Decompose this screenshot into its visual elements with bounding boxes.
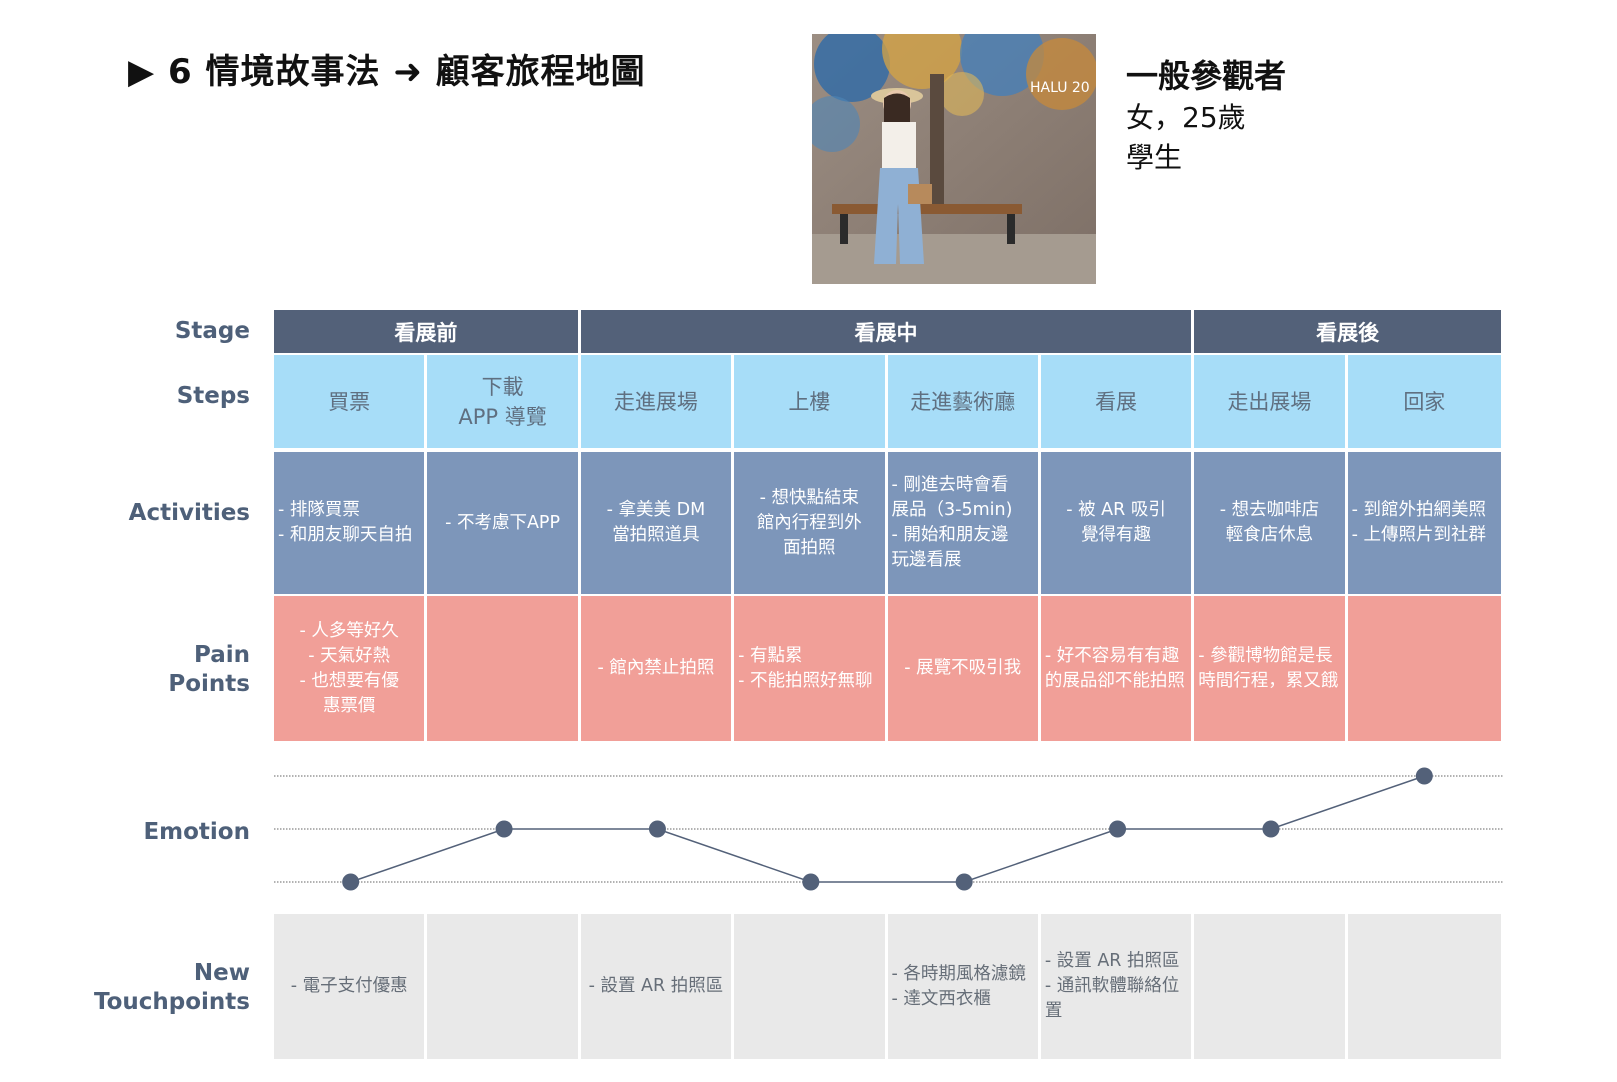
touchpoint-cell: - 電子支付優惠 (274, 914, 428, 1059)
step-cell-text: 下載 APP 導覽 (458, 374, 547, 429)
step-cell-text: 買票 (328, 389, 371, 414)
stage-row: 看展前 看展中 看展後 (274, 310, 1501, 353)
emotion-line (350, 775, 1425, 883)
step-cell-text: 走進藝術廳 (910, 389, 1016, 414)
touchpoints-row: - 電子支付優惠 - 設置 AR 拍照區 - 各時期風格濾鏡 - 達文西衣櫃 - 設置… (274, 914, 1501, 1059)
pain-point-cell: - 好不容易有有趣 的展品卻不能拍照 (1040, 596, 1195, 741)
touchpoint-cell-text: - 設置 AR 拍照區 - 通訊軟體聯絡位置 (1044, 951, 1180, 1021)
row-label-activities: Activities (128, 500, 250, 526)
activity-cell-text: - 拿美美 DM 當拍照道具 (606, 500, 706, 545)
pain-point-cell (1347, 596, 1501, 741)
activities-row: - 排隊買票 - 和朋友聊天自拍 - 不考慮下APP - 拿美美 DM 當拍照道具 -… (274, 449, 1501, 594)
pain-point-cell-text: - 有點累 - 不能拍照好無聊 (738, 645, 873, 691)
stage-cell: 看展後 (1194, 310, 1501, 353)
touchpoint-cell: - 設置 AR 拍照區 - 通訊軟體聯絡位置 (1040, 914, 1195, 1059)
emotion-curve (274, 767, 1503, 891)
touchpoint-cell-text: - 各時期風格濾鏡 - 達文西衣櫃 (891, 963, 1026, 1009)
activity-cell-text: - 被 AR 吸引 覺得有趣 (1066, 500, 1166, 545)
step-cell-text: 看展 (1095, 389, 1138, 414)
step-cell: 走進展場 (580, 355, 735, 448)
pain-point-cell (427, 596, 581, 741)
emotion-point (1415, 767, 1433, 785)
persona-info: 一般參觀者 女，25歲 學生 (1126, 54, 1286, 178)
step-cell-text: 上樓 (788, 389, 831, 414)
emotion-point (1262, 820, 1280, 838)
touchpoint-cell (1347, 914, 1501, 1059)
pain-points-row: - 人多等好久 - 天氣好熱 - 也想要有優 惠票價 - 館內禁止拍照 - 有點累 … (274, 596, 1501, 741)
step-cell: 上樓 (734, 355, 888, 448)
step-cell: 買票 (274, 355, 428, 448)
steps-row: 買票 下載 APP 導覽 走進展場 上樓 走進藝術廳 看展 走出展場 回家 (274, 355, 1501, 448)
activity-cell: - 不考慮下APP (427, 449, 581, 594)
activity-cell: - 被 AR 吸引 覺得有趣 (1040, 449, 1195, 594)
activity-cell: - 到館外拍網美照 - 上傳照片到社群 (1347, 449, 1501, 594)
photo-watermark: HALU 20 (1030, 80, 1090, 96)
pain-point-cell-text: - 館內禁止拍照 (597, 658, 715, 678)
persona-gender-age: 女，25歲 (1126, 101, 1246, 134)
persona-occupation: 學生 (1126, 141, 1183, 174)
pain-point-cell: - 展覽不吸引我 (887, 596, 1041, 741)
touchpoint-cell (734, 914, 888, 1059)
persona-photo: HALU 20 (812, 34, 1096, 284)
row-label-emotion: Emotion (143, 819, 250, 845)
stage-cell: 看展前 (274, 310, 581, 353)
activity-cell-text: - 剛進去時會看 展品（3-5min) - 開始和朋友邊 玩邊看展 (891, 475, 1013, 570)
row-label-steps: Steps (176, 383, 250, 409)
touchpoint-cell: - 設置 AR 拍照區 (580, 914, 735, 1059)
activity-cell-text: - 到館外拍網美照 - 上傳照片到社群 (1351, 500, 1487, 545)
pain-point-cell-text: - 好不容易有有趣 的展品卻不能拍照 (1044, 645, 1185, 691)
activity-cell: - 拿美美 DM 當拍照道具 (580, 449, 735, 594)
activity-cell-text: - 想去咖啡店 輕食店休息 (1219, 500, 1320, 545)
row-label-touchpoints: New Touchpoints (93, 960, 250, 1015)
stage-cell-text: 看展前 (394, 320, 458, 345)
activity-cell-text: - 想快點結束 館內行程到外 面拍照 (756, 487, 862, 558)
activity-cell: - 想去咖啡店 輕食店休息 (1194, 449, 1348, 594)
stage-cell-text: 看展中 (854, 320, 918, 345)
stage-cell: 看展中 (580, 310, 1195, 353)
pain-point-cell-text: - 參觀博物館是長 時間行程，累又餓 (1198, 645, 1339, 691)
activity-cell-text: - 排隊買票 - 和朋友聊天自拍 (278, 500, 413, 545)
emotion-point (342, 873, 360, 891)
emotion-point (955, 873, 973, 891)
touchpoint-cell-text: - 電子支付優惠 (290, 976, 408, 996)
row-label-pain-points: Pain Points (168, 642, 250, 697)
touchpoint-cell (427, 914, 581, 1059)
emotion-point (495, 820, 513, 838)
pain-point-cell: - 參觀博物館是長 時間行程，累又餓 (1194, 596, 1348, 741)
stage-cell-text: 看展後 (1316, 320, 1380, 345)
activity-cell: - 剛進去時會看 展品（3-5min) - 開始和朋友邊 玩邊看展 (887, 449, 1041, 594)
persona-name: 一般參觀者 (1126, 57, 1287, 95)
pain-point-cell: - 館內禁止拍照 (580, 596, 735, 741)
step-cell: 下載 APP 導覽 (427, 355, 581, 448)
pain-point-cell-text: - 人多等好久 - 天氣好熱 - 也想要有優 惠票價 (299, 620, 399, 716)
step-cell-text: 回家 (1403, 389, 1446, 414)
step-cell: 走出展場 (1194, 355, 1348, 448)
pain-point-cell: - 人多等好久 - 天氣好熱 - 也想要有優 惠票價 (274, 596, 428, 741)
step-cell: 回家 (1347, 355, 1501, 448)
emotion-point (1109, 820, 1127, 838)
activity-cell-text: - 不考慮下APP (445, 512, 561, 533)
step-cell-text: 走進展場 (613, 389, 698, 414)
pain-point-cell: - 有點累 - 不能拍照好無聊 (734, 596, 888, 741)
step-cell: 看展 (1040, 355, 1195, 448)
activity-cell: - 排隊買票 - 和朋友聊天自拍 (274, 449, 428, 594)
touchpoint-cell (1194, 914, 1348, 1059)
step-cell-text: 走出展場 (1227, 389, 1312, 414)
step-cell: 走進藝術廳 (887, 355, 1041, 448)
page-title: ▶ 6 情境故事法 ➜ 顧客旅程地圖 (128, 52, 646, 92)
touchpoint-cell: - 各時期風格濾鏡 - 達文西衣櫃 (887, 914, 1041, 1059)
touchpoint-cell-text: - 設置 AR 拍照區 (588, 976, 724, 996)
row-label-stage: Stage (174, 318, 250, 344)
activity-cell: - 想快點結束 館內行程到外 面拍照 (734, 449, 888, 594)
pain-point-cell-text: - 展覽不吸引我 (904, 658, 1022, 678)
emotion-point (802, 873, 820, 891)
emotion-point (648, 820, 666, 838)
